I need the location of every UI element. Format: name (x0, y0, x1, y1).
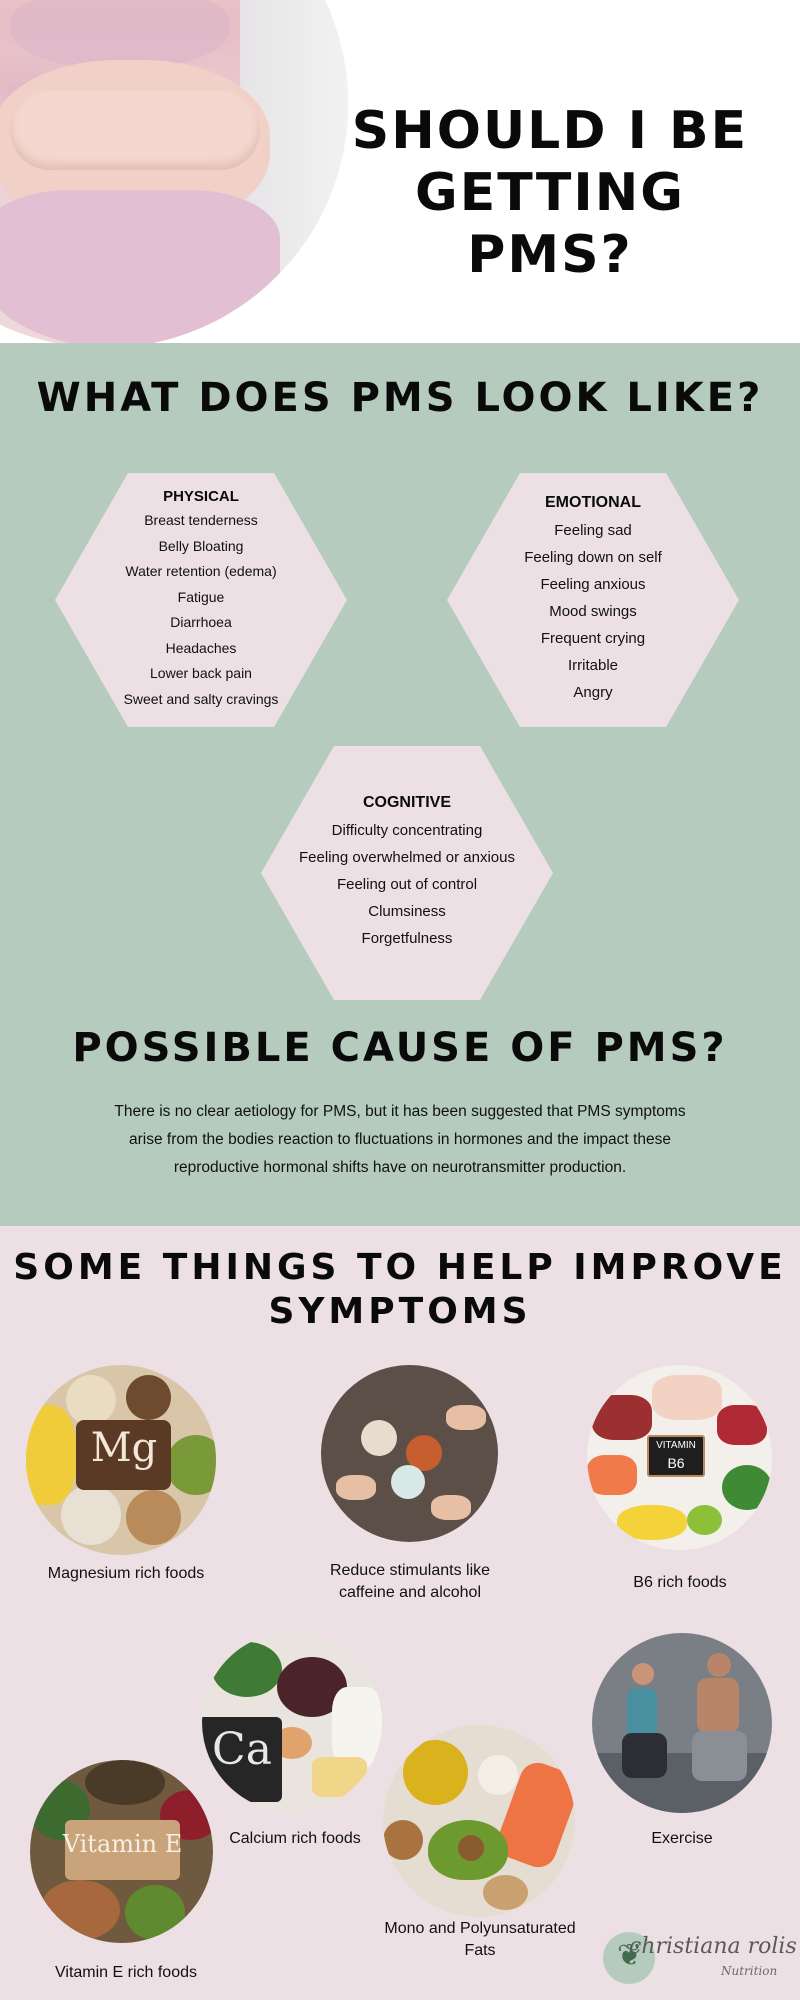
coffee-cups-photo (321, 1365, 498, 1542)
b6-image-text-line1: VITAMIN (656, 1440, 696, 1451)
healthy-fats-label: Mono and Polyunsaturated Fats (360, 1918, 600, 1962)
calcium-foods-photo: Ca (202, 1632, 382, 1812)
brand-logo: ❦ christiana rolis Nutrition (603, 1930, 797, 1990)
hero-photo-woman-holding-belly (0, 0, 348, 343)
physical-item: Belly Bloating (158, 537, 244, 554)
healthy-fats-label-line2: Fats (464, 1942, 496, 1959)
vitamin-e-image-text: Vitamin E (62, 1830, 183, 1858)
cause-title: POSSIBLE CAUSE OF PMS? (72, 1025, 728, 1071)
emotional-item: Feeling anxious (540, 576, 646, 593)
stimulants-label-line1: Reduce stimulants like (329, 1562, 491, 1579)
physical-item: Fatigue (177, 588, 225, 605)
emotional-item: Angry (573, 684, 613, 701)
vitamin-e-foods-photo: Vitamin E (30, 1760, 213, 1943)
emotional-heading: EMOTIONAL (545, 494, 641, 511)
emotional-item: Feeling down on self (524, 549, 662, 566)
cognitive-hexagon: COGNITIVE Difficulty concentrating Feeli… (261, 746, 553, 1000)
cognitive-item: Feeling out of control (336, 876, 478, 893)
b6-image-text-line2: B6 (667, 1455, 685, 1471)
symptoms-title: WHAT DOES PMS LOOK LIKE? (36, 375, 764, 421)
healthy-fats-label-line1: Mono and Polyunsaturated (384, 1920, 576, 1937)
calcium-image-text: Ca (212, 1724, 272, 1775)
calcium-label: Calcium rich foods (229, 1830, 361, 1847)
logo-brand-name: christiana rolis (629, 1934, 797, 1959)
emotional-item: Frequent crying (540, 630, 646, 647)
cognitive-item: Feeling overwhelmed or anxious (299, 849, 515, 866)
remedies-title-line1: SOME THINGS TO HELP IMPROVE (13, 1247, 787, 1288)
physical-hexagon: PHYSICAL Breast tenderness Belly Bloatin… (55, 473, 347, 727)
remedies-title-line2: SYMPTOMS (268, 1291, 532, 1332)
physical-item: Diarrhoea (170, 614, 232, 630)
cognitive-item: Clumsiness (368, 903, 446, 920)
healthy-fats-photo (383, 1725, 575, 1917)
b6-foods-photo: VITAMIN B6 (587, 1365, 772, 1550)
physical-item: Breast tenderness (144, 512, 258, 528)
cognitive-item: Difficulty concentrating (331, 822, 483, 839)
vitamin-e-label: Vitamin E rich foods (55, 1964, 197, 1981)
physical-item: Headaches (165, 639, 237, 656)
logo-subtitle: Nutrition (721, 1964, 778, 1978)
magnesium-label: Magnesium rich foods (47, 1565, 205, 1582)
exercise-photo (592, 1633, 772, 1813)
stimulants-label: Reduce stimulants like caffeine and alco… (290, 1560, 530, 1604)
magnesium-foods-photo: Mg (26, 1365, 216, 1555)
stimulants-label-line2: caffeine and alcohol (338, 1584, 482, 1601)
cognitive-heading: COGNITIVE (362, 794, 451, 811)
emotional-item: Mood swings (549, 603, 637, 620)
header-section: SHOULD I BE GETTING PMS? (0, 0, 800, 343)
page-title-line2: GETTING PMS? (415, 163, 685, 285)
physical-item: Water retention (edema) (125, 563, 277, 579)
magnesium-image-text: Mg (90, 1425, 158, 1471)
page-title-line1: SHOULD I BE (351, 101, 749, 161)
logo-circle (603, 1932, 655, 1984)
page-title: SHOULD I BE GETTING PMS? (340, 100, 760, 286)
physical-heading: PHYSICAL (163, 488, 239, 505)
remedies-title: SOME THINGS TO HELP IMPROVE SYMPTOMS (0, 1246, 800, 1334)
leaf-icon: ❦ (617, 1939, 643, 1972)
physical-item: Sweet and salty cravings (123, 690, 279, 707)
emotional-item: Feeling sad (554, 522, 632, 539)
symptoms-section: WHAT DOES PMS LOOK LIKE? PHYSICAL Breast… (0, 343, 800, 1226)
emotional-item: Irritable (567, 657, 619, 674)
cause-paragraph: There is no clear aetiology for PMS, but… (114, 1103, 686, 1176)
exercise-label: Exercise (651, 1830, 713, 1847)
b6-label: B6 rich foods (633, 1574, 727, 1591)
emotional-hexagon: EMOTIONAL Feeling sad Feeling down on se… (447, 473, 739, 727)
physical-item: Lower back pain (150, 665, 252, 681)
cognitive-item: Forgetfulness (361, 930, 453, 947)
